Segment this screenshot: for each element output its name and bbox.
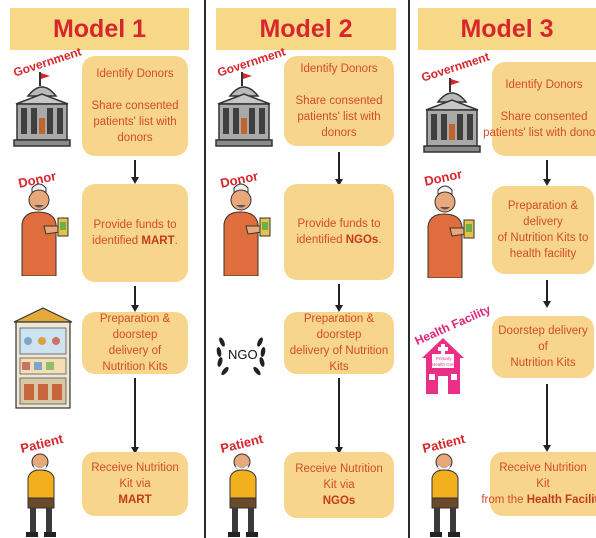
step-text: identified [296,234,346,246]
step-text: patients' list with donors [483,127,596,139]
column-divider [408,0,410,538]
flow-arrow [543,160,550,186]
step-text: delivery of Nutrition Kits [102,345,168,373]
step-text: from the Health Facility [481,492,596,508]
step-text: Identify Donors [96,68,174,80]
flow-arrow [131,286,138,312]
model-1-title: Model 1 [10,8,189,50]
ngo-laurel-icon [216,337,266,376]
step-text: . [174,235,178,247]
step-text: Identify Donors [505,79,583,91]
patient-person-icon [430,453,460,537]
model-3-step-3-box: Doorstep delivery of Nutrition Kits [492,316,594,378]
health-facility-house-icon [422,338,464,394]
model-3-title: Model 3 [418,8,596,50]
step-text: from the [481,494,527,506]
step-text: Share consented [91,100,179,112]
patient-person-icon [26,453,56,537]
government-building-icon [13,72,71,147]
step-text: patients' list with donors [297,111,381,139]
model-3-step-2-box: Preparation & delivery of Nutrition Kits… [492,186,594,274]
step-text-bold: NGOs [322,495,356,507]
step-text: Share consented [500,111,588,123]
model-2-step-1-box: Identify Donors Share consented patients… [284,56,394,146]
flow-arrow [543,384,550,452]
health-centre-sign-line-1: Primary [436,356,452,361]
government-building-icon [423,78,481,153]
model-2-step-4-box: Receive Nutrition Kit via NGOs [284,452,394,518]
step-text: Doorstep delivery of [498,325,588,353]
step-text: Share consented [295,95,383,107]
column-divider [204,0,206,538]
ngo-label: NGO [228,347,258,362]
government-building-icon [215,72,273,147]
step-text-bold: NGOs [345,234,379,246]
donor-person-icon [223,183,271,276]
flow-arrow [335,378,342,454]
step-text: identified [92,235,142,247]
step-text: of Nutrition Kits to [497,232,589,244]
step-text: patients' list with donors [93,116,177,144]
step-text: Provide funds to [297,218,381,230]
model-2-title: Model 2 [216,8,396,50]
model-2-step-3-box: Preparation & doorstep delivery of Nutri… [284,312,394,374]
step-text: Receive Nutrition Kit via [295,463,383,491]
step-text-bold: Health Facility [526,494,596,506]
step-text: identified MART. [92,233,178,249]
step-text: Receive Nutrition Kit [499,462,587,490]
flow-arrow [335,152,342,186]
step-text-bold: MART [141,235,175,247]
step-text: Provide funds to [93,219,177,231]
flow-arrow [335,284,342,312]
step-text: Preparation & doorstep [99,313,171,341]
step-text: Preparation & doorstep [303,313,375,341]
flow-arrow [543,280,550,308]
donor-person-icon [21,183,69,276]
model-1-step-1-box: Identify Donors Share consented patients… [82,56,188,156]
step-text: Identify Donors [300,63,378,75]
step-text: health facility [509,248,577,260]
model-2-step-2-box: Provide funds to identified NGOs. [284,184,394,280]
step-text: . [378,234,382,246]
flow-arrow [131,378,138,454]
patient-person-icon [228,453,258,537]
model-1-step-4-box: Receive Nutrition Kit via MART [82,452,188,516]
mart-shop-icon [13,307,73,409]
step-text-bold: MART [118,494,152,506]
step-text: delivery of Nutrition Kits [289,345,389,373]
flow-arrow [131,160,138,184]
step-text: Nutrition Kits [510,357,576,369]
model-1-step-2-box: Provide funds to identified MART. [82,184,188,282]
step-text: Receive Nutrition Kit via [91,462,179,490]
model-1-step-3-box: Preparation & doorstep delivery of Nutri… [82,312,188,374]
model-3-step-4-box: Receive Nutrition Kit from the Health Fa… [481,452,596,516]
donor-person-icon [427,185,475,278]
step-text: identified NGOs. [296,232,381,248]
step-text: Preparation & delivery [507,200,579,228]
health-centre-sign-line-2: Health Centre [432,362,460,367]
model-3-step-1-box: Identify Donors Share consented patients… [483,62,596,156]
